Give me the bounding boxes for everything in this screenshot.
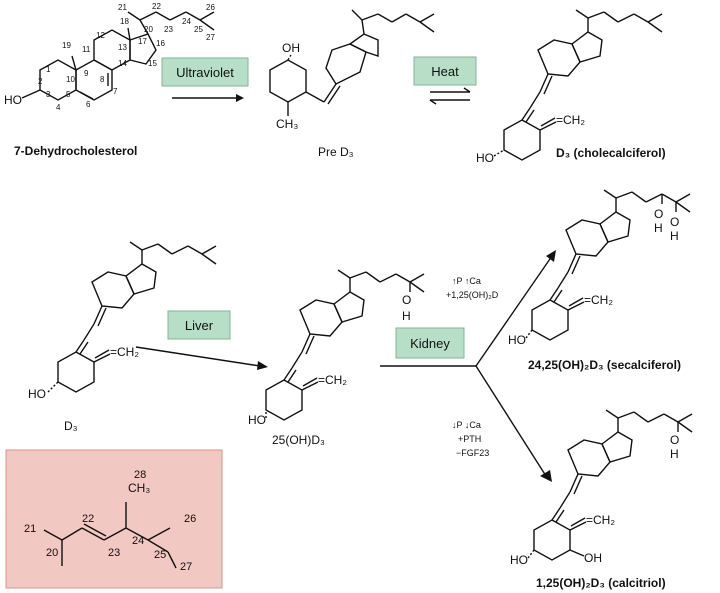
ho-label: HO xyxy=(476,151,494,165)
regulation-lower-line-2: +PTH xyxy=(458,434,481,444)
ch2-label: =CH₂ xyxy=(584,293,613,307)
molecule-pre-d3: OH CH₃ Pre D₃ xyxy=(269,9,435,159)
carbon-number: 13 xyxy=(118,43,127,52)
carbon-number: 4 xyxy=(56,103,61,112)
regulation-lower: ↓P ↓Ca +PTH −FGF23 xyxy=(452,420,489,458)
kidney-label: Kidney xyxy=(410,336,450,351)
liver-label: Liver xyxy=(185,318,214,333)
regulation-upper: ↑P ↑Ca +1,25(OH)₂D xyxy=(446,276,499,300)
carbon-number: 11 xyxy=(82,45,91,54)
o-label: O xyxy=(670,433,679,447)
oh-label: OH xyxy=(282,41,300,55)
molecule-name-secalciferol: 24,25(OH)₂D₃ (secalciferol) xyxy=(528,358,681,372)
molecule-name-pre-d3: Pre D₃ xyxy=(318,145,354,159)
carbon-number: 22 xyxy=(152,2,161,11)
molecule-name-25-oh-d3: 25(OH)D₃ xyxy=(272,433,325,447)
carbon-number: 24 xyxy=(182,17,191,26)
inset-box xyxy=(5,449,223,589)
molecule-d3: =CH₂ HO D₃ xyxy=(28,241,217,433)
ch3-label: CH₃ xyxy=(276,117,298,131)
ch2-label: =CH₂ xyxy=(586,513,615,527)
molecule-name-d3-cholecalciferol: D₃ (cholecalciferol) xyxy=(556,146,666,160)
molecule-name-calcitriol: 1,25(OH)₂D₃ (calcitriol) xyxy=(536,576,666,590)
carbon-number: 3 xyxy=(46,90,51,99)
ultraviolet-label: Ultraviolet xyxy=(176,65,234,80)
kidney-box xyxy=(395,327,465,359)
h-label: H xyxy=(670,447,679,461)
process-heat: Heat xyxy=(413,56,477,105)
process-kidney: Kidney xyxy=(380,250,556,482)
carbon-number: 26 xyxy=(206,3,215,12)
h-label: H xyxy=(654,221,663,235)
carbon-number: 1 xyxy=(46,65,51,74)
carbon-number: 16 xyxy=(156,39,165,48)
molecule-25-oh-d3: O H =CH₂ HO 25(OH)D₃ xyxy=(248,269,425,447)
inset-carbon-number: 27 xyxy=(180,561,192,573)
inset-carbon-number: 25 xyxy=(154,549,166,561)
heat-label: Heat xyxy=(431,64,459,79)
regulation-lower-line-1: ↓P ↓Ca xyxy=(452,420,481,430)
o-label: O xyxy=(402,293,411,307)
molecule-name-d3: D₃ xyxy=(64,419,78,433)
inset-carbon-number: 23 xyxy=(108,547,120,559)
regulation-lower-line-3: −FGF23 xyxy=(456,448,489,458)
carbon-number: 27 xyxy=(206,33,215,42)
heat-box xyxy=(413,56,477,86)
process-liver: Liver xyxy=(135,310,268,370)
inset-carbon-number: 21 xyxy=(24,523,36,535)
carbon-number: 25 xyxy=(194,25,203,34)
carbon-number: 21 xyxy=(118,3,127,12)
ultraviolet-box xyxy=(161,57,249,87)
inset-carbon-number: 28 xyxy=(134,469,146,481)
carbon-number: 14 xyxy=(118,59,127,68)
molecule-secalciferol: O H O H =CH₂ HO 24,25(OH)₂D₃ (secalcifer… xyxy=(508,189,691,372)
regulation-upper-line-2: +1,25(OH)₂D xyxy=(446,290,499,300)
carbon-number: 6 xyxy=(86,100,91,109)
ho-label: HO xyxy=(4,93,22,107)
inset-carbon-number: 24 xyxy=(132,535,144,547)
ch2-label: =CH₂ xyxy=(556,113,585,127)
carbon-number: 2 xyxy=(38,77,43,86)
oh-label: OH xyxy=(584,551,602,565)
regulation-upper-line-1: ↑P ↑Ca xyxy=(452,276,481,286)
ch2-label: =CH₂ xyxy=(318,373,347,387)
ho-label: HO xyxy=(510,553,528,567)
carbon-number: 18 xyxy=(120,17,129,26)
ho-label: HO xyxy=(508,333,526,347)
carbon-number: 17 xyxy=(138,37,147,46)
h-label: H xyxy=(670,229,679,243)
h-label: H xyxy=(402,309,411,323)
ho-label: HO xyxy=(248,413,266,427)
carbon-number: 5 xyxy=(66,90,71,99)
inset-carbon-number: 26 xyxy=(184,513,196,525)
ch3-label: CH₃ xyxy=(128,481,150,495)
inset-carbon-number: 22 xyxy=(82,513,94,525)
o-label: O xyxy=(654,207,663,221)
carbon-number: 8 xyxy=(100,75,105,84)
ch2-label: =CH₂ xyxy=(110,345,139,359)
liver-box xyxy=(167,310,231,340)
carbon-number: 10 xyxy=(66,75,75,84)
carbon-number: 9 xyxy=(84,69,89,78)
side-chain-inset: CH₃ 28 20 21 22 23 24 25 26 27 xyxy=(5,449,223,589)
carbon-number: 19 xyxy=(62,41,71,50)
molecule-name-7-dehydrocholesterol: 7-Dehydrocholesterol xyxy=(14,144,137,158)
molecule-d3-cholecalciferol: =CH₂ HO D₃ (cholecalciferol) xyxy=(476,9,666,165)
carbon-number: 12 xyxy=(96,31,105,40)
molecule-7-dehydrocholesterol: HO 1 2 3 4 5 6 7 8 9 10 11 12 13 14 15 1… xyxy=(4,2,215,158)
ho-label: HO xyxy=(28,387,46,401)
carbon-number: 15 xyxy=(148,59,157,68)
carbon-number: 23 xyxy=(164,25,173,34)
molecule-calcitriol: O H =CH₂ OH HO 1,25(OH)₂D₃ (calcitriol) xyxy=(510,409,693,590)
o-label: O xyxy=(670,215,679,229)
carbon-number: 20 xyxy=(144,25,153,34)
carbon-number: 7 xyxy=(113,87,118,96)
process-ultraviolet: Ultraviolet xyxy=(161,57,249,102)
inset-carbon-number: 20 xyxy=(46,547,58,559)
